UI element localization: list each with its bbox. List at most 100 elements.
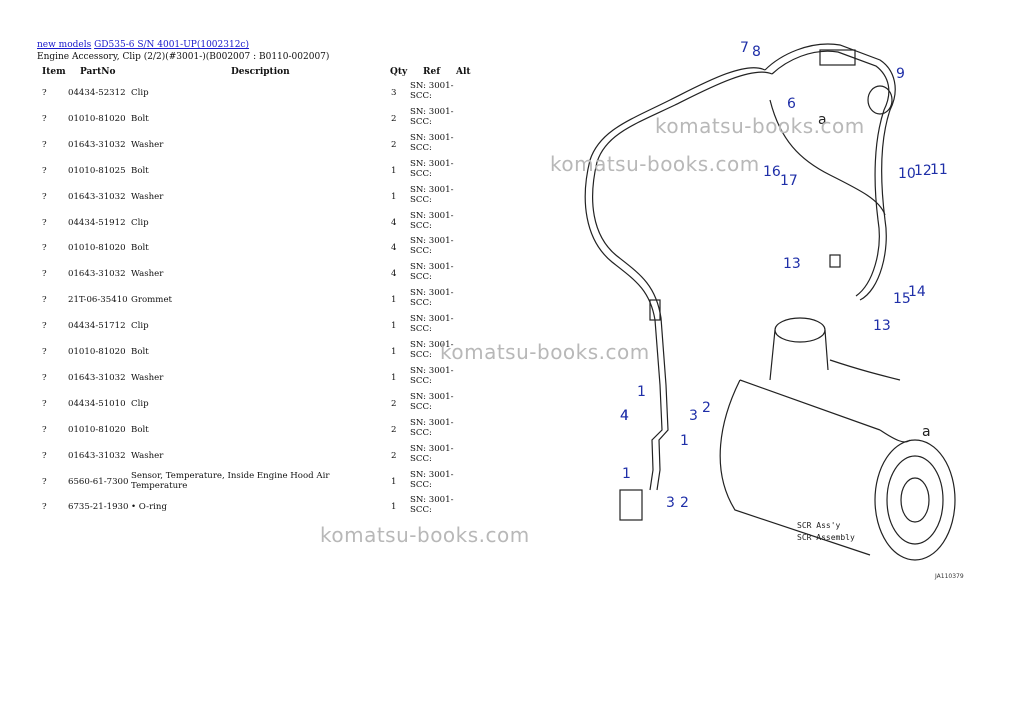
- cell-description: Bolt: [131, 347, 149, 357]
- cell-partno: 01643-31032: [68, 139, 126, 150]
- cell-partno: 01010-81020: [68, 424, 126, 435]
- callout-3: 3: [689, 408, 698, 424]
- callout-14: 14: [908, 284, 926, 300]
- callout-4: 4: [620, 408, 629, 424]
- cell-item: ?: [42, 269, 47, 280]
- callout-17: 17: [780, 173, 798, 189]
- cell-qty: 1: [391, 165, 397, 176]
- cell-item: ?: [42, 424, 47, 435]
- cell-description: Washer: [131, 191, 164, 202]
- callout-9: 9: [896, 66, 905, 82]
- cell-item: ?: [42, 243, 47, 254]
- cell-qty: 2: [391, 398, 397, 409]
- watermark: komatsu-books.com: [550, 152, 760, 176]
- cell-qty: 3: [391, 88, 397, 98]
- header-item: Item: [42, 67, 66, 77]
- breadcrumb: new models GD535-6 S/N 4001-UP(1002312c): [37, 40, 249, 50]
- cell-partno: 01010-81020: [68, 347, 126, 357]
- cell-partno: 04434-51912: [68, 217, 126, 228]
- table-row: ? 6735-21-1930• O-ring 1 SN: 3001- SCC:: [0, 494, 520, 520]
- table-row: ? 01010-81020 Bolt 1 SN: 3001- SCC:: [0, 339, 520, 365]
- cell-item: ?: [42, 502, 47, 513]
- cell-qty: 1: [391, 295, 397, 306]
- ref-letter: a: [922, 424, 931, 440]
- callout-13: 13: [783, 256, 801, 272]
- callout-1: 1: [637, 384, 646, 400]
- cell-partno: 6735-21-1930: [68, 502, 129, 513]
- cell-description: Clip: [131, 321, 149, 332]
- breadcrumb-model-link[interactable]: GD535-6 S/N 4001-UP(1002312c): [94, 40, 249, 50]
- cell-qty: 4: [391, 243, 397, 254]
- cell-partno: 04434-51010: [68, 398, 126, 409]
- cell-partno: 21T-06-35410: [68, 295, 128, 306]
- cell-description: Washer: [131, 372, 164, 383]
- callout-1: 1: [622, 466, 631, 482]
- cell-item: ?: [42, 347, 47, 357]
- cell-qty: 4: [391, 269, 397, 280]
- cell-partno: 6560-61-7300: [68, 476, 129, 487]
- cell-description: Clip: [131, 217, 149, 228]
- cell-qty: 4: [391, 217, 397, 228]
- breadcrumb-new-models-link[interactable]: new models: [37, 40, 92, 50]
- cell-item: ?: [42, 372, 47, 383]
- cell-ref: SN: 3001- SCC:: [410, 236, 454, 257]
- cell-description: Clip: [131, 88, 149, 98]
- callout-6: 6: [787, 96, 796, 112]
- cell-ref: SN: 3001- SCC:: [410, 288, 454, 309]
- watermark: komatsu-books.com: [320, 523, 530, 547]
- cell-partno: 01010-81020: [68, 243, 126, 254]
- ref-letter: a: [818, 112, 827, 128]
- cell-ref: SN: 3001- SCC:: [410, 184, 454, 205]
- drawing-code: JA110379: [935, 573, 964, 580]
- cell-partno: 04434-51712: [68, 321, 126, 332]
- cell-item: ?: [42, 217, 47, 228]
- cell-qty: 1: [391, 321, 397, 332]
- cell-description: • O-ring: [131, 502, 167, 513]
- cell-ref: SN: 3001- SCC:: [410, 495, 454, 516]
- cell-ref: SN: 3001- SCC:: [410, 469, 454, 490]
- cell-ref: SN: 3001- SCC:: [410, 314, 454, 335]
- callout-8: 8: [752, 44, 761, 60]
- cell-description: Bolt: [131, 113, 149, 124]
- cell-qty: 2: [391, 139, 397, 150]
- callout-2: 2: [702, 400, 711, 416]
- cell-qty: 1: [391, 502, 397, 513]
- assembly-label-1: SCR Ass'y: [797, 521, 841, 530]
- header-description: Description: [231, 67, 290, 77]
- cell-item: ?: [42, 191, 47, 202]
- callout-7: 7: [740, 40, 749, 56]
- cell-partno: 01643-31032: [68, 191, 126, 202]
- callout-11: 11: [930, 162, 948, 178]
- cell-item: ?: [42, 295, 47, 306]
- callout-13: 13: [873, 318, 891, 334]
- harness-loop: [584, 67, 766, 386]
- callout-10: 10: [898, 166, 916, 182]
- cell-qty: 2: [391, 113, 397, 124]
- cell-description: Grommet: [131, 295, 172, 306]
- cell-ref: SN: 3001- SCC:: [410, 81, 454, 101]
- cell-item: ?: [42, 165, 47, 176]
- cell-partno: 01643-31032: [68, 372, 126, 383]
- header-alt: Alt: [456, 67, 471, 77]
- header-partno: PartNo: [80, 67, 116, 77]
- cell-qty: 1: [391, 347, 397, 357]
- cell-ref: SN: 3001- SCC:: [410, 132, 454, 153]
- cell-ref: SN: 3001- SCC:: [410, 391, 454, 412]
- callout-2: 2: [680, 495, 689, 511]
- cell-partno: 01010-81020: [68, 113, 126, 124]
- cell-description: Washer: [131, 450, 164, 461]
- cell-ref: SN: 3001- SCC:: [410, 340, 454, 360]
- callout-3: 3: [666, 495, 675, 511]
- cell-ref: SN: 3001- SCC:: [410, 158, 454, 179]
- callout-16: 16: [763, 164, 781, 180]
